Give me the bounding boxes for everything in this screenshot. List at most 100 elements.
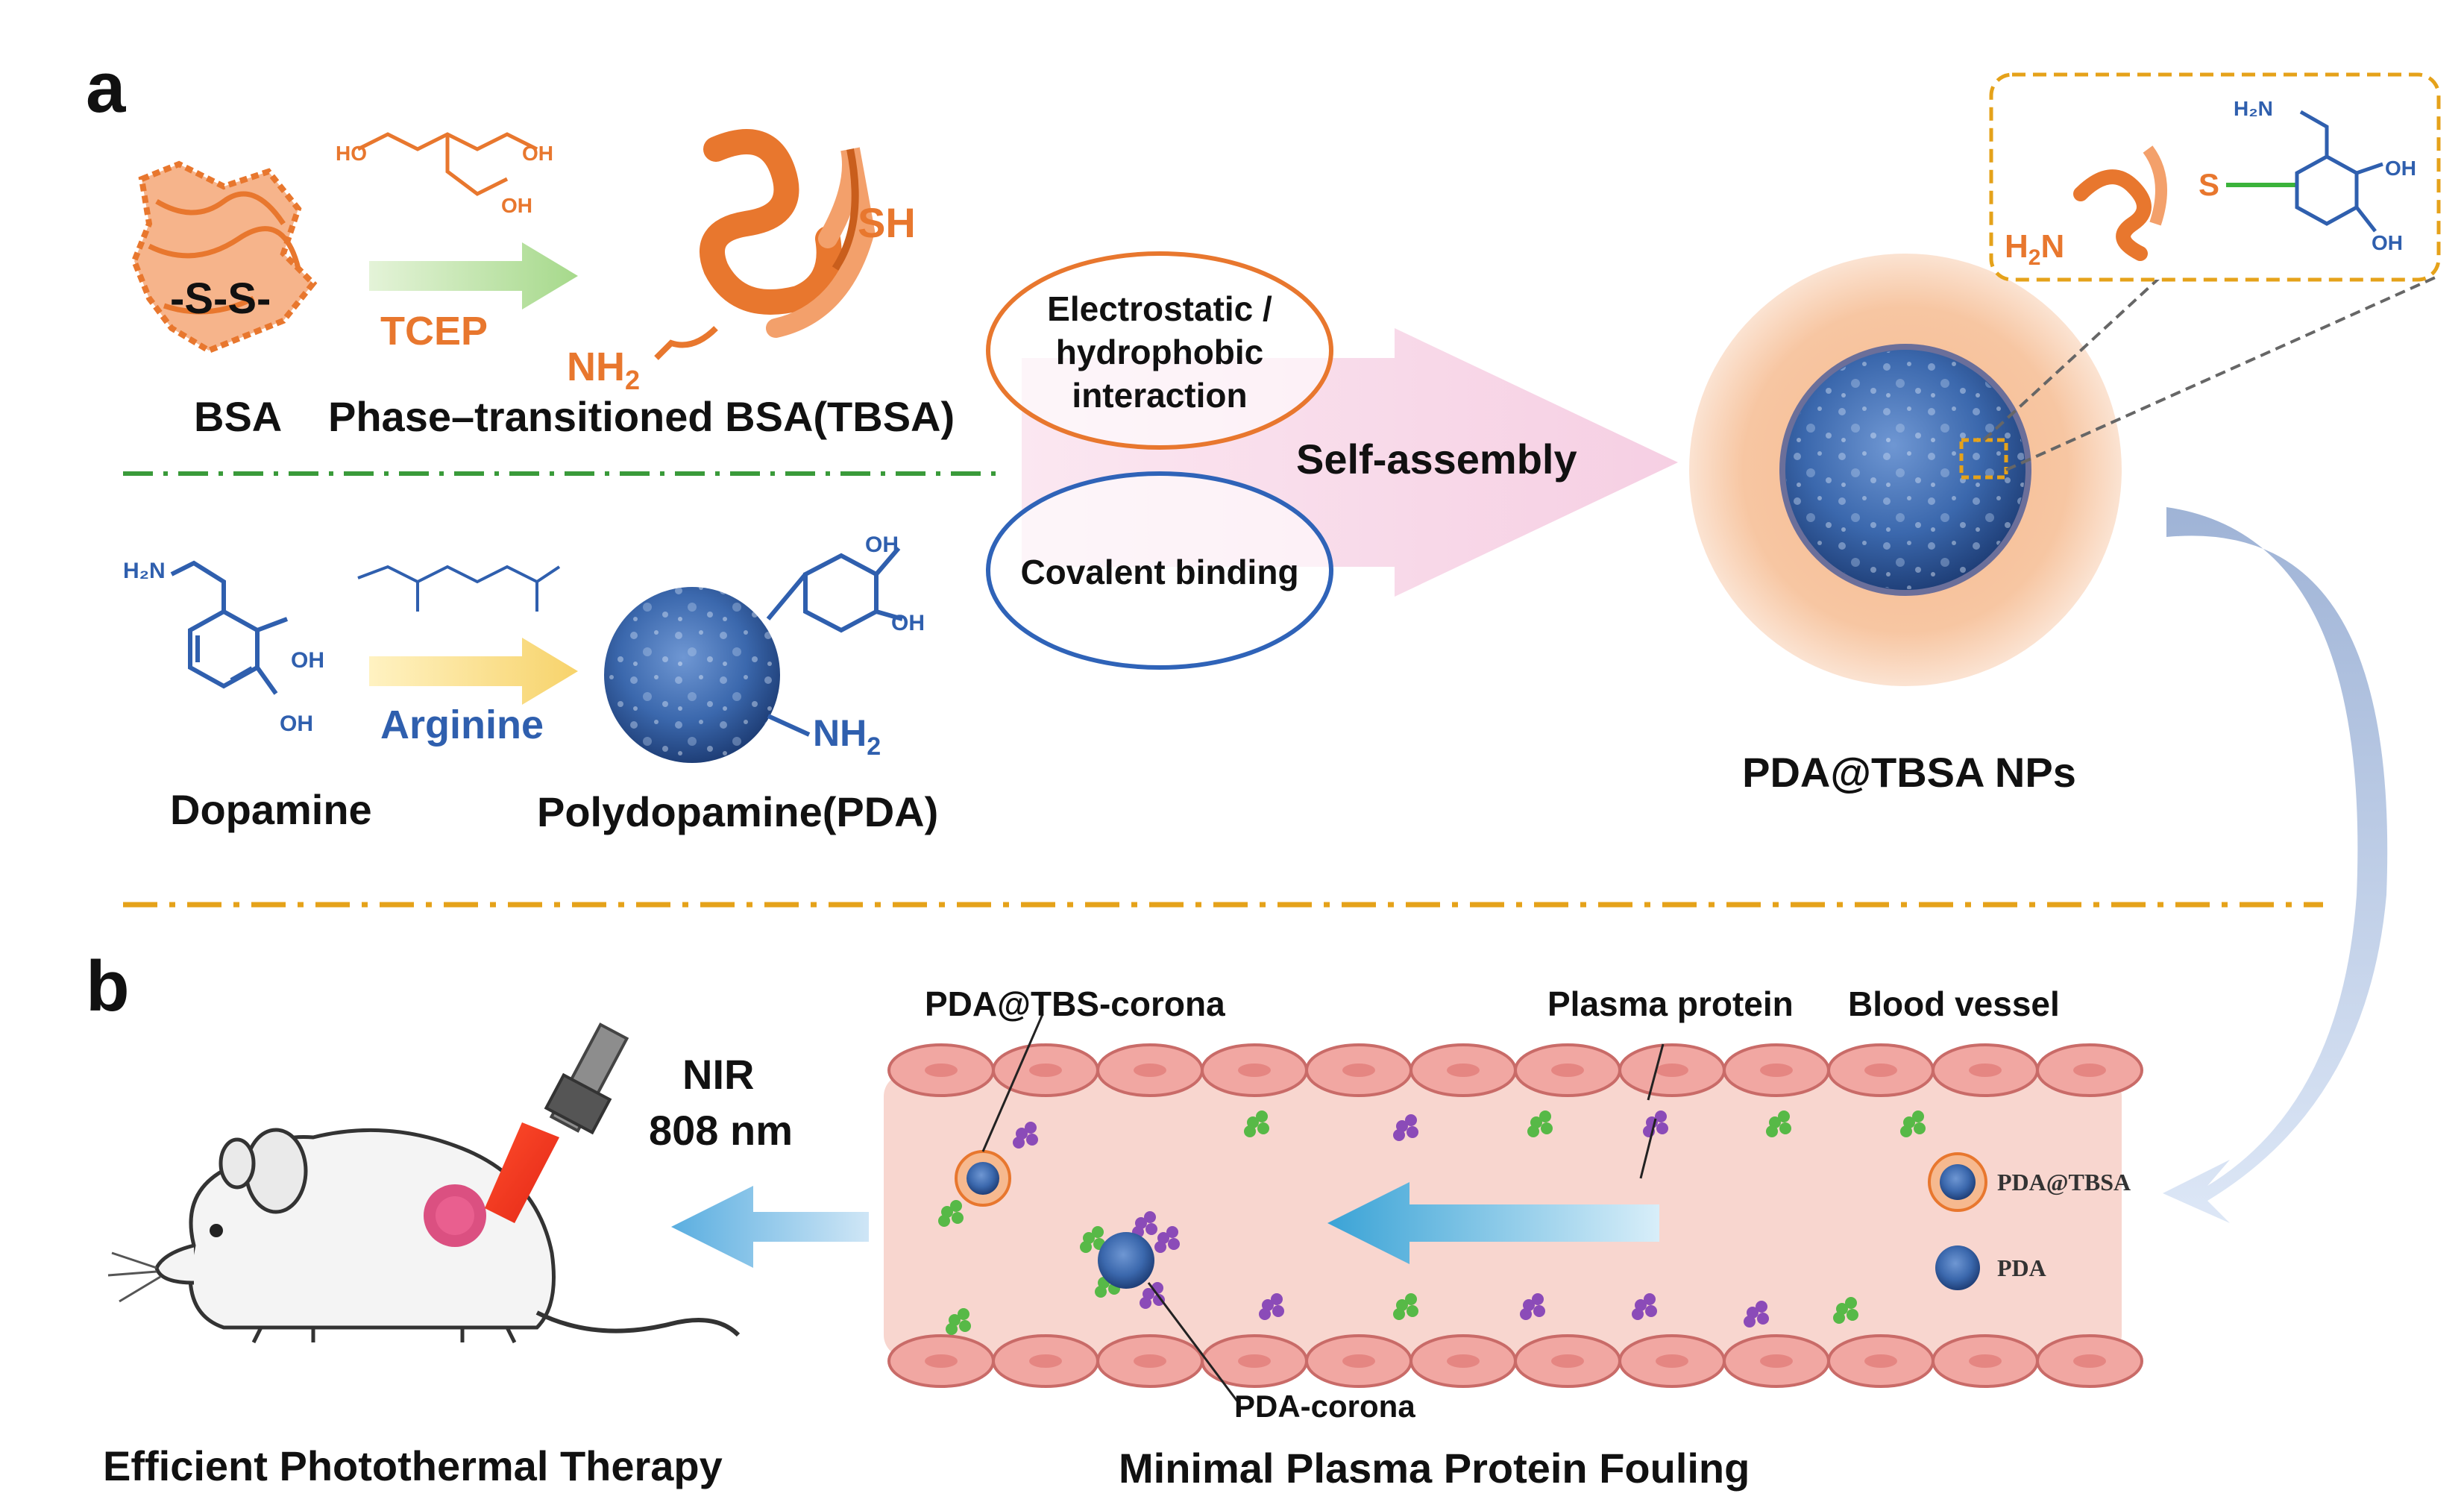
vessel-wall-top	[887, 1043, 2143, 1097]
cell-nucleus	[1864, 1354, 1897, 1368]
cell-nucleus	[1342, 1354, 1375, 1368]
arginine-label: Arginine	[380, 703, 544, 747]
cell-nucleus	[2073, 1064, 2106, 1077]
tbsa-nh2-label: NH2	[567, 345, 640, 395]
cell-nucleus	[1656, 1354, 1688, 1368]
interaction-line-1: Electrostatic /	[1047, 289, 1272, 328]
cell-nucleus	[1969, 1354, 2002, 1368]
cell-nucleus	[1134, 1064, 1166, 1077]
interaction-line-3: interaction	[1072, 376, 1247, 415]
bsa-label: BSA	[194, 393, 282, 440]
plasma-protein-icon	[1520, 1293, 1545, 1320]
plasma-protein-label: Plasma protein	[1547, 984, 1794, 1023]
plasma-protein-icon	[1766, 1110, 1791, 1137]
inset-h2n-top: H₂N	[2234, 97, 2273, 120]
cell-nucleus	[1029, 1354, 1062, 1368]
arginine-arrow	[369, 638, 578, 705]
therapy-label: Efficient Photothermal Therapy	[103, 1442, 723, 1489]
pda-oh2: OH	[891, 611, 925, 635]
corona-bottom-label: PDA-corona	[1234, 1389, 1415, 1424]
panel-label-a: a	[86, 48, 126, 128]
tcep-label: TCEP	[380, 309, 488, 354]
pda-nh2-label: NH2	[813, 712, 881, 761]
inset-oh1: OH	[2385, 157, 2416, 180]
nir-label: NIR	[682, 1051, 754, 1098]
cell-nucleus	[2073, 1354, 2106, 1368]
tbsa-sh-label: SH	[858, 199, 916, 246]
inset-h2n: H2N	[2005, 228, 2064, 270]
inset-protein-icon	[2073, 145, 2167, 261]
interaction-ellipse-electrostatic	[986, 251, 1333, 450]
cell-nucleus	[1551, 1064, 1584, 1077]
plasma-protein-icon	[1744, 1301, 1769, 1328]
inset-s: S	[2199, 167, 2219, 202]
inset-oh2: OH	[2372, 231, 2403, 254]
bsa-protein-icon	[131, 160, 318, 354]
tbsa-protein-icon	[654, 129, 876, 360]
plasma-protein-icon	[1632, 1293, 1657, 1320]
cell-nucleus	[1656, 1064, 1688, 1077]
legend-pda-tbsa-marker	[1928, 1152, 1987, 1212]
svg-text:HO: HO	[336, 142, 367, 165]
plasma-protein-icon	[1013, 1122, 1038, 1149]
cell-nucleus	[1238, 1064, 1271, 1077]
vessel-wall-bottom	[887, 1334, 2143, 1388]
plasma-protein-icon	[1393, 1293, 1418, 1320]
dopamine-h2n: H₂N	[123, 559, 166, 583]
plasma-protein-icon	[1259, 1293, 1284, 1320]
tcep-structure-icon: HO OH OH	[336, 132, 553, 217]
corona-top-label: PDA@TBS-corona	[925, 984, 1225, 1023]
interaction-line-2: hydrophobic	[1056, 333, 1264, 371]
pda-oh1: OH	[865, 532, 899, 557]
cell-nucleus	[1760, 1354, 1793, 1368]
legend-pda-tbsa-label: PDA@TBSA	[1997, 1169, 2131, 1196]
cell-nucleus	[1864, 1064, 1897, 1077]
therapy-arrow	[671, 1186, 869, 1268]
arginine-structure-icon	[357, 565, 561, 612]
cell-nucleus	[1029, 1064, 1062, 1077]
cell-nucleus	[1551, 1354, 1584, 1368]
tbsa-label: Phase–transitioned BSA(TBSA)	[328, 393, 955, 440]
plasma-protein-icon	[1527, 1110, 1553, 1137]
cell-nucleus	[1342, 1064, 1375, 1077]
cell-nucleus	[925, 1064, 958, 1077]
dopamine-label: Dopamine	[170, 786, 372, 833]
cell-nucleus	[1447, 1064, 1480, 1077]
cell-nucleus	[1760, 1064, 1793, 1077]
svg-text:OH: OH	[522, 142, 553, 165]
plasma-protein-icon	[1154, 1226, 1180, 1253]
fouling-label: Minimal Plasma Protein Fouling	[1119, 1445, 1750, 1492]
plasma-protein-icon	[1244, 1110, 1269, 1137]
dopamine-structure-icon	[170, 560, 289, 695]
mouse-illustration	[107, 1128, 741, 1344]
transition-arrow	[2163, 507, 2388, 1223]
cell-nucleus	[1238, 1354, 1271, 1368]
plasma-protein-icon	[1900, 1110, 1926, 1137]
blood-vessel-label: Blood vessel	[1848, 984, 2060, 1023]
pda-corona-particle	[1098, 1232, 1154, 1289]
plasma-protein-icon	[946, 1308, 971, 1335]
svg-text:OH: OH	[501, 194, 532, 217]
panel-label-b: b	[86, 946, 130, 1026]
self-assembly-label: Self-assembly	[1296, 436, 1577, 483]
wavelength-label: 808 nm	[649, 1107, 793, 1154]
pda-tbsa-particle	[955, 1150, 1011, 1207]
legend-pda-label: PDA	[1997, 1254, 2046, 1281]
pda-label: Polydopamine(PDA)	[537, 788, 938, 835]
cell-nucleus	[1447, 1354, 1480, 1368]
flow-arrow	[1327, 1182, 1659, 1264]
tcep-arrow	[369, 242, 578, 310]
plasma-protein-icon	[1132, 1211, 1157, 1238]
bsa-disulfide-label: -S-S-	[170, 274, 271, 323]
pda-catechol-icon	[766, 547, 903, 737]
cell-nucleus	[1969, 1064, 2002, 1077]
plasma-protein-icon	[1393, 1114, 1418, 1141]
cell-nucleus	[1134, 1354, 1166, 1368]
interaction-ellipse-covalent	[986, 471, 1333, 670]
zoom-marker	[1959, 438, 2008, 480]
dopamine-oh1: OH	[291, 648, 324, 673]
covalent-binding-label: Covalent binding	[1020, 553, 1298, 591]
inset-catechol-icon	[2295, 110, 2383, 233]
dopamine-oh2: OH	[280, 711, 313, 736]
